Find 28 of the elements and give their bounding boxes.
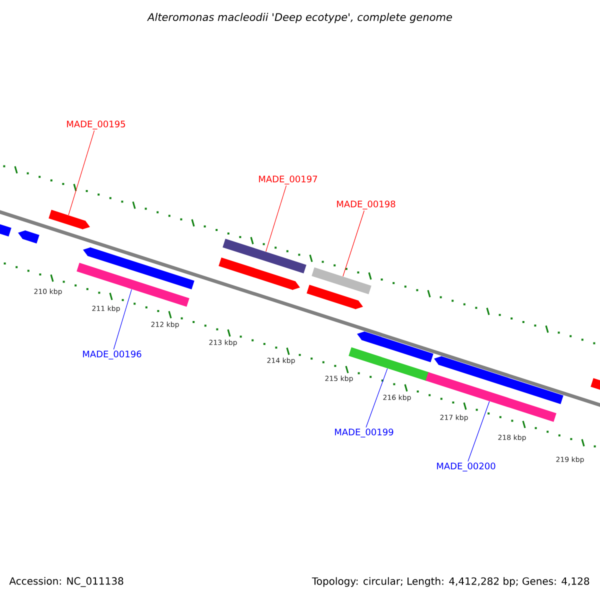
- leader-line: [113, 289, 132, 350]
- leader-line: [342, 210, 364, 277]
- gene-bar: [357, 331, 434, 362]
- gene-label: MADE_00200: [437, 462, 496, 472]
- gene-bar: [306, 284, 363, 310]
- gene-label: MADE_00199: [335, 428, 394, 438]
- gene-bar: [590, 378, 600, 392]
- gene-bar: [0, 222, 12, 236]
- footer-text: Accession: NC_011138: [9, 577, 124, 587]
- gene-bar: [218, 257, 300, 290]
- gene-label: MADE_00197: [259, 176, 318, 184]
- leader-line: [68, 130, 95, 216]
- gene-bar: [76, 262, 190, 307]
- gene-label: MADE_00196: [83, 350, 142, 360]
- gene-bar: [83, 247, 194, 290]
- gene-bar: [48, 210, 90, 230]
- gene-bar: [222, 238, 306, 274]
- gene-bar: [18, 230, 40, 244]
- leader-line: [366, 368, 388, 428]
- gene-bar: [434, 356, 564, 404]
- footer-text: Topology: circular; Length: 4,412,282 bp; Genes: 4,128: [312, 577, 590, 587]
- title: Alteromonas macleodii 'Deep ecotype', complete genome: [147, 12, 452, 24]
- gene-bar: [426, 372, 556, 422]
- gene-bar: [312, 267, 372, 294]
- leader-line: [266, 185, 287, 252]
- leader-line: [468, 401, 490, 462]
- gene-label: MADE_00195: [67, 120, 126, 130]
- gene-label: MADE_00198: [337, 200, 396, 210]
